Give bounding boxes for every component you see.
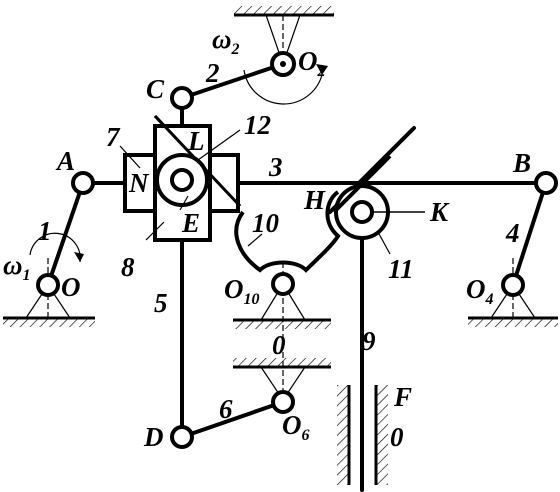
wheel-12-hub	[170, 168, 194, 192]
label-omega1: ω1	[3, 250, 31, 284]
label-N: N	[128, 168, 150, 198]
label-link-3: 3	[268, 152, 283, 182]
label-H: H	[303, 185, 326, 215]
label-8: 8	[121, 252, 135, 282]
label-11: 11	[388, 254, 414, 284]
label-omega2: ω2	[212, 24, 240, 58]
link-1	[46, 181, 85, 287]
joint-A	[71, 171, 95, 195]
joint-D	[170, 425, 194, 449]
label-O: O	[61, 272, 81, 302]
slider-guide-right	[208, 153, 240, 213]
label-D: D	[143, 422, 164, 452]
pivot-O6	[271, 390, 295, 414]
leader-E	[179, 195, 189, 211]
label-O4: O4	[466, 274, 494, 308]
leader-12	[197, 129, 241, 161]
label-ground-0-middle: 0	[272, 330, 286, 360]
label-O6: O6	[282, 410, 310, 444]
label-F: F	[393, 382, 412, 412]
pivot-O10	[271, 272, 295, 296]
link-H-diagonal-over	[332, 154, 392, 214]
label-12: 12	[244, 110, 271, 140]
label-link-5: 5	[154, 288, 168, 318]
leader-10	[247, 233, 263, 247]
label-link-9: 9	[362, 326, 376, 356]
label-O10: O10	[224, 274, 260, 308]
label-L: L	[187, 126, 205, 156]
slider-guide-F	[337, 385, 388, 485]
omega2-arrow	[243, 69, 323, 105]
pivot-O2-center	[280, 61, 286, 67]
link-6	[180, 400, 285, 439]
link-4	[511, 181, 548, 287]
label-A: A	[55, 146, 75, 176]
label-link-2: 2	[205, 58, 220, 88]
slider-guide-N-left	[123, 153, 157, 213]
pivot-O4	[501, 273, 525, 297]
leader-7	[119, 145, 141, 169]
label-O2: O2	[298, 46, 326, 80]
joint-B	[534, 171, 558, 195]
wheel-11-hub	[350, 200, 374, 224]
label-10: 10	[252, 208, 280, 238]
label-K: K	[429, 197, 450, 227]
pivot-O	[36, 273, 60, 297]
omega1-arrow	[29, 232, 81, 263]
leader-11	[377, 231, 391, 255]
label-ground-0-right: 0	[390, 422, 404, 452]
label-link-4: 4	[505, 218, 520, 248]
link-2	[180, 62, 285, 100]
leader-8	[145, 221, 165, 241]
label-C: C	[146, 74, 165, 104]
joint-C	[170, 86, 194, 110]
label-B: B	[512, 148, 531, 178]
label-link-6: 6	[219, 394, 233, 424]
omega2-arrowhead	[316, 64, 328, 75]
label-link-1: 1	[38, 216, 52, 246]
cam-10	[234, 190, 341, 273]
label-E: E	[181, 208, 200, 238]
label-7: 7	[106, 122, 121, 152]
omega1-arrowhead	[74, 252, 84, 262]
